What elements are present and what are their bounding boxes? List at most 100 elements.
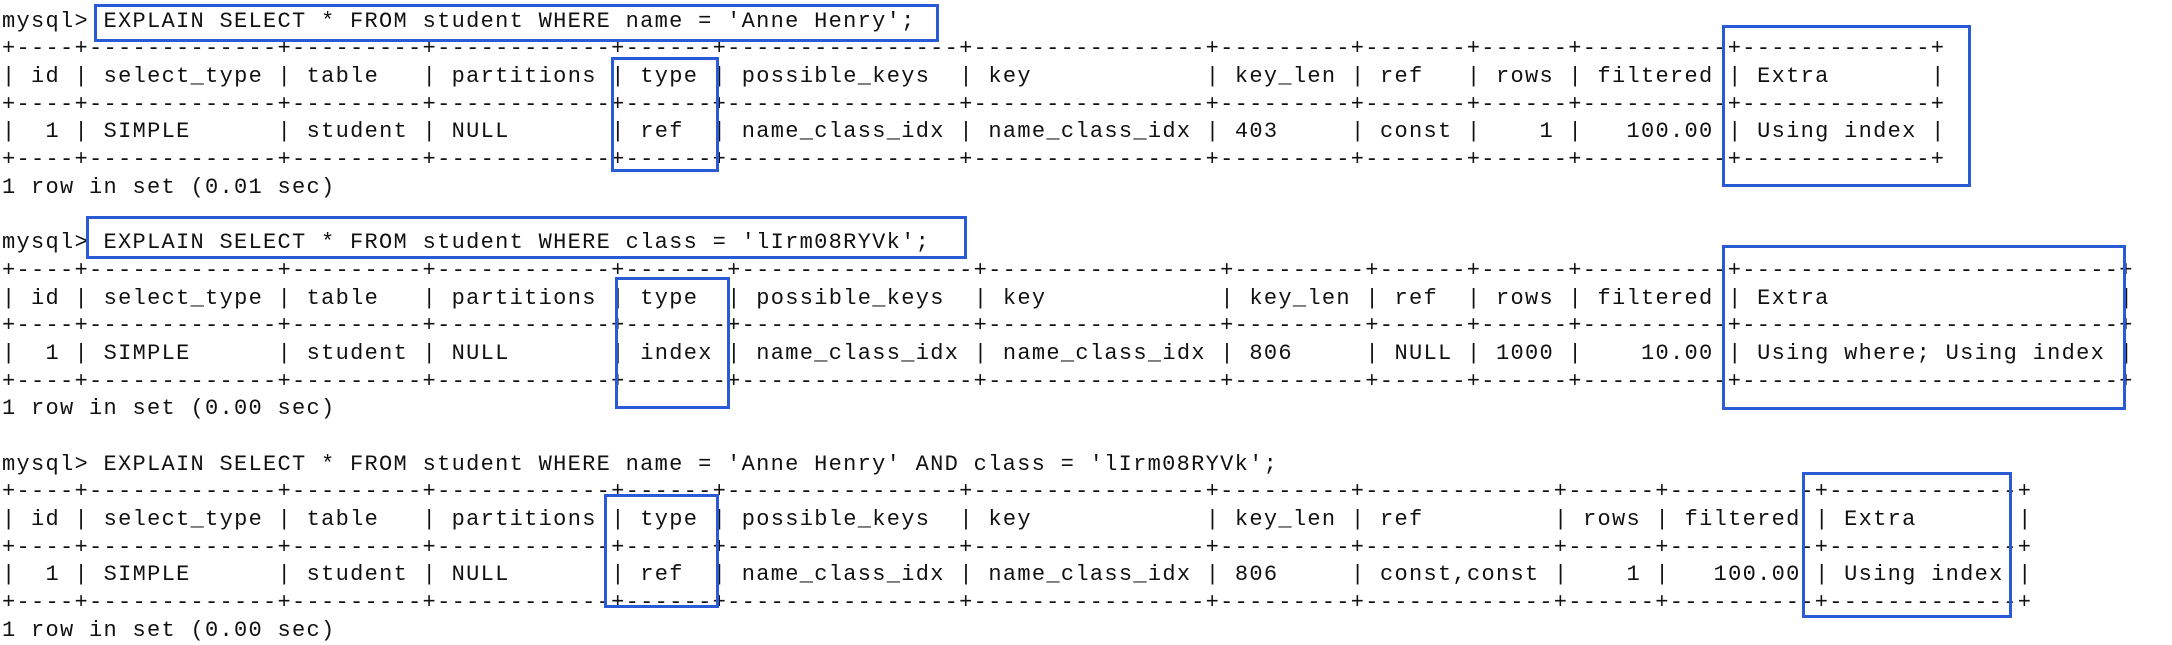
cell-separator: |: [1350, 562, 1380, 588]
cell-padding: [1917, 64, 1932, 89]
mysql-prompt: mysql>: [2, 8, 104, 34]
column-header-table: table: [306, 64, 409, 90]
column-header-id: id: [31, 285, 61, 311]
cell-ref: const: [1379, 119, 1453, 145]
cell-key_len: 403: [1234, 119, 1337, 145]
sql-query: EXPLAIN SELECT * FROM student WHERE clas…: [103, 230, 931, 256]
cell-ref: NULL: [1394, 340, 1453, 366]
column-header-rows: rows: [1496, 64, 1555, 90]
table-border: +----+-------------+---------+----------…: [2, 257, 2134, 283]
cell-separator: |: [2018, 507, 2033, 533]
cell-separator: |: [611, 285, 641, 311]
cell-padding: [1191, 64, 1206, 89]
cell-table: student: [306, 340, 409, 366]
cell-separator: |: [1205, 119, 1235, 145]
cell-padding: [1641, 507, 1656, 532]
cell-separator: |: [611, 119, 641, 145]
cell-padding: [597, 562, 612, 587]
error-message: 1146 Table 'test.students' doesn't exist: [2, 0, 597, 6]
cell-separator: |: [1220, 340, 1250, 366]
cell-separator: |: [1350, 119, 1380, 145]
cell-possible_keys: name_class_idx: [741, 562, 945, 588]
cell-separator: |: [422, 119, 452, 145]
cell-separator: |: [2119, 285, 2135, 311]
cell-padding: [1351, 341, 1366, 366]
table-border: +----+-------------+---------+----------…: [2, 312, 2134, 340]
cell-separator: |: [727, 340, 757, 366]
column-header-select_type: select_type: [103, 507, 264, 533]
cell-separator: |: [1568, 340, 1598, 366]
cell-padding: [713, 341, 728, 366]
column-header-rows: rows: [1496, 285, 1555, 311]
cell-padding: [1714, 119, 1729, 144]
cell-padding: [408, 507, 423, 532]
column-header-filtered: filtered: [1597, 64, 1714, 90]
blank-line: [2, 423, 2134, 451]
result-footer: 1 row in set (0.00 sec): [2, 617, 2134, 645]
cell-rows: 1: [1583, 562, 1642, 588]
table-border: +----+-------------+---------+----------…: [2, 91, 1946, 117]
column-header-ref: ref: [1379, 507, 1540, 533]
cell-padding: [1917, 119, 1932, 144]
cell-separator: |: [1466, 285, 1496, 311]
cell-separator: |: [1205, 562, 1235, 588]
cell-padding: [597, 286, 612, 311]
cell-padding: [597, 119, 612, 144]
mysql-prompt: mysql>: [2, 230, 104, 256]
cell-extra: Using index: [1844, 562, 2004, 588]
cell-rows: 1: [1496, 119, 1555, 145]
cell-separator: |: [1205, 507, 1235, 533]
column-header-table: table: [306, 285, 409, 311]
cell-padding: [1554, 286, 1569, 311]
cell-separator: |: [1466, 119, 1496, 145]
cell-separator: |: [422, 64, 452, 90]
table-border: +----+-------------+---------+----------…: [2, 478, 2134, 506]
column-header-possible_keys: possible_keys: [741, 507, 945, 533]
table-header-row: | id | select_type | table | partitions …: [2, 285, 2134, 313]
cell-separator: |: [712, 562, 742, 588]
cell-separator: |: [1365, 285, 1395, 311]
cell-separator: |: [611, 562, 641, 588]
cell-type: ref: [640, 562, 699, 588]
table-border: +----+-------------+---------+----------…: [2, 590, 2033, 616]
cell-padding: [1452, 286, 1467, 311]
prompt-line: mysql> EXPLAIN SELECT * FROM student WHE…: [2, 8, 2134, 36]
cell-separator: |: [611, 507, 641, 533]
prompt-line: mysql> EXPLAIN SELECT * FROM student WHE…: [2, 451, 2134, 479]
cell-filtered: 100.00: [1597, 119, 1714, 145]
row-count-status: 1 row in set (0.00 sec): [2, 396, 336, 422]
column-header-type: type: [640, 64, 699, 90]
result-footer: 1 row in set (0.00 sec): [2, 395, 2134, 423]
cell-padding: [2105, 286, 2120, 311]
cell-separator: |: [422, 340, 452, 366]
cell-extra: Using index: [1757, 119, 1917, 145]
cell-id: 1: [31, 340, 61, 366]
cell-ref: const,const: [1379, 562, 1540, 588]
column-header-key_len: key_len: [1234, 64, 1337, 90]
cell-padding: [1452, 119, 1467, 144]
cell-separator: |: [422, 285, 452, 311]
column-header-filtered: filtered: [1684, 507, 1801, 533]
table-row: | 1 | SIMPLE | student | NULL | index | …: [2, 340, 2134, 368]
column-header-id: id: [31, 64, 61, 90]
cell-separator: |: [1466, 340, 1496, 366]
cell-separator: |: [74, 64, 104, 90]
column-header-partitions: partitions: [451, 507, 597, 533]
table-border: +----+-------------+---------+----------…: [2, 368, 2134, 394]
column-header-select_type: select_type: [103, 285, 264, 311]
cell-padding: [2105, 341, 2120, 366]
column-header-table: table: [306, 507, 409, 533]
table-border: +----+-------------+---------+----------…: [2, 146, 2134, 174]
cell-separator: |: [712, 119, 742, 145]
cell-padding: [408, 286, 423, 311]
cell-padding: [713, 286, 728, 311]
cell-separator: |: [1350, 64, 1380, 90]
cell-possible_keys: name_class_idx: [741, 119, 945, 145]
sql-query: EXPLAIN SELECT * FROM student WHERE name…: [103, 451, 1279, 477]
cell-padding: [1336, 119, 1351, 144]
cell-padding: [1641, 562, 1656, 587]
cell-table: student: [306, 562, 409, 588]
cell-partitions: NULL: [451, 562, 597, 588]
table-border: +----+-------------+---------+----------…: [2, 36, 1946, 62]
column-header-key: key: [1002, 285, 1206, 311]
